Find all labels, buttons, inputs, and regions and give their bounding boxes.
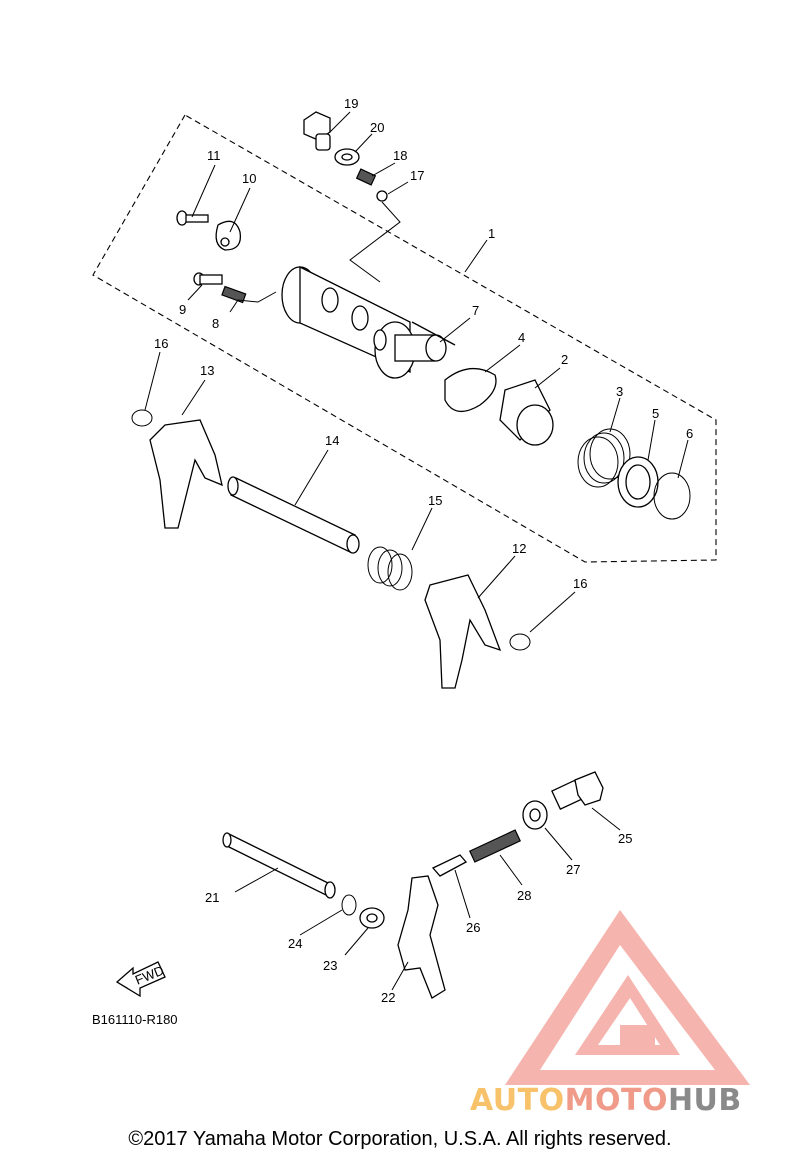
- automotohub-logo: [505, 910, 750, 1085]
- part-7-pin: [411, 321, 456, 346]
- callout-26: 26: [466, 920, 480, 935]
- brand-word-moto: MOTO: [564, 1083, 668, 1118]
- callout-7: 7: [472, 303, 479, 318]
- callout-1: 1: [488, 226, 495, 241]
- copyright-notice: ©2017 Yamaha Motor Corporation, U.S.A. A…: [128, 1128, 672, 1150]
- part-26-pin: [431, 854, 468, 877]
- part-4-stopper-plate: [444, 368, 497, 412]
- callout-17: 17: [410, 168, 424, 183]
- part-22-shift-lever: [397, 875, 446, 999]
- callout-25: 25: [618, 831, 632, 846]
- callout-14: 14: [325, 433, 339, 448]
- fwd-arrow: [115, 961, 166, 998]
- callout-28: 28: [517, 888, 531, 903]
- brand-word-hub: HUB: [667, 1083, 742, 1118]
- part-27-washer: [522, 800, 548, 830]
- part-3-torsion-spring: [577, 428, 631, 488]
- callout-5: 5: [652, 406, 659, 421]
- callout-23: 23: [323, 958, 337, 973]
- part-10-plate: [215, 220, 242, 251]
- callout-19: 19: [344, 96, 358, 111]
- callout-20: 20: [370, 120, 384, 135]
- assembly-outline: [92, 114, 717, 563]
- callout-16-right: 16: [573, 576, 587, 591]
- part-24-circlip: [341, 894, 357, 916]
- part-14-fork-shaft: [227, 476, 360, 554]
- part-15-spring: [367, 546, 413, 591]
- callout-11: 11: [207, 148, 221, 163]
- callout-6: 6: [686, 426, 693, 441]
- callout-24: 24: [288, 936, 302, 951]
- reference-code: B161110-R180: [92, 1012, 178, 1027]
- part-19-bolt: [303, 111, 331, 151]
- callout-12: 12: [512, 541, 526, 556]
- callout-4: 4: [518, 330, 525, 345]
- part-18-spring: [355, 168, 377, 186]
- callout-13: 13: [200, 363, 214, 378]
- callout-3: 3: [616, 384, 623, 399]
- part-25-bolt: [551, 771, 604, 810]
- callout-27: 27: [566, 862, 580, 877]
- part-28-spring: [469, 829, 521, 863]
- part-6-circlip: [653, 472, 691, 520]
- callout-22: 22: [381, 990, 395, 1005]
- part-2-segment: [499, 379, 554, 446]
- part-5-washer: [617, 456, 659, 508]
- callouts: 19 20 18 17 11 10 1 9 8 7 4 2 3 5 6 16 1…: [154, 96, 693, 1005]
- part-8-spring: [221, 285, 247, 304]
- watermark-brand: AUTOMOTOHUB: [470, 1083, 742, 1118]
- part-21-shaft: [222, 832, 336, 899]
- part-17-ball: [376, 190, 388, 202]
- brand-word-auto: AUTO: [470, 1083, 565, 1118]
- callout-18: 18: [393, 148, 407, 163]
- callout-10: 10: [242, 171, 256, 186]
- leader-lines: [144, 111, 689, 991]
- part-12-shift-fork: [424, 574, 502, 689]
- part-9-pin: [193, 272, 223, 286]
- part-16-circlip-right: [509, 633, 531, 651]
- part-1-shift-drum: [281, 265, 447, 379]
- callout-8: 8: [212, 316, 219, 331]
- part-11-screw: [176, 210, 209, 226]
- callout-15: 15: [428, 493, 442, 508]
- part-13-shift-fork: [149, 419, 223, 529]
- callout-16-left: 16: [154, 336, 168, 351]
- callout-2: 2: [561, 352, 568, 367]
- callout-9: 9: [179, 302, 186, 317]
- part-23-washer: [359, 907, 385, 929]
- part-20-washer-hole: [341, 153, 353, 161]
- part-16-circlip-left: [131, 409, 153, 427]
- callout-21: 21: [205, 890, 219, 905]
